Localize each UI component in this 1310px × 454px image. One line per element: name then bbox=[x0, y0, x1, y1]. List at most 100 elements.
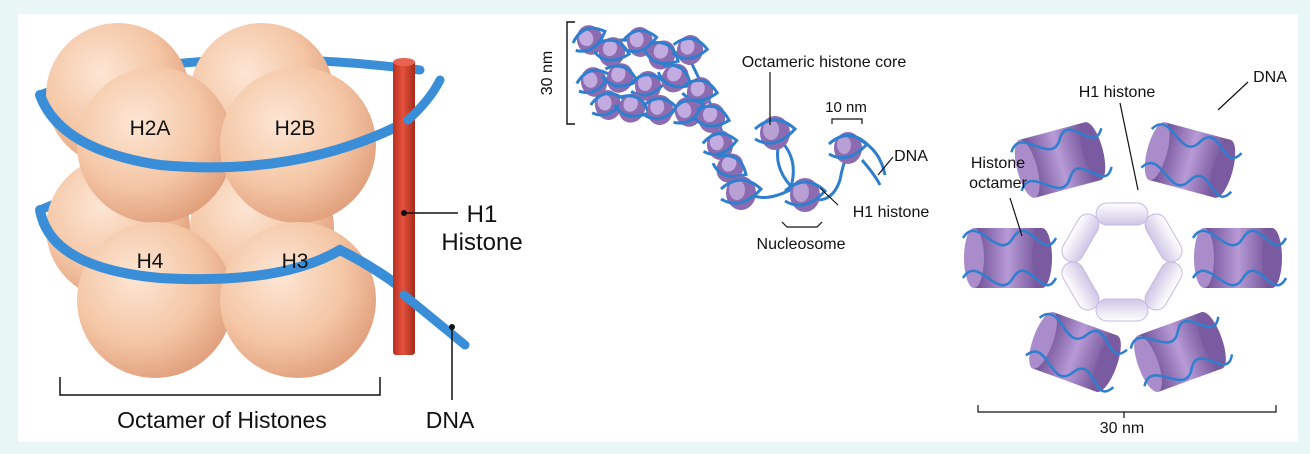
fiber-dna-tail bbox=[860, 159, 882, 186]
nucleosome-cylinder-face bbox=[964, 228, 984, 288]
fiber-nucleosome bbox=[671, 35, 710, 65]
fiber-nucleosome bbox=[571, 25, 607, 55]
h1-linker-segment bbox=[1095, 202, 1149, 226]
nucleosome-dna-wrap bbox=[693, 104, 732, 128]
nucleosome-dna-wrap bbox=[701, 132, 739, 156]
nucleosome-dna-wrap bbox=[671, 37, 710, 60]
nucleosome-highlight bbox=[690, 80, 705, 97]
fiber-nucleosome bbox=[701, 130, 739, 160]
nucleosome-dna-wrap bbox=[669, 98, 706, 125]
label-fiber-h1: H1 histone bbox=[853, 204, 930, 221]
nucleosome-highlight bbox=[583, 71, 598, 88]
nucleosome-dna-helix bbox=[1191, 229, 1288, 287]
nucleosome-highlight bbox=[666, 66, 682, 82]
dna-wrap-front-lower bbox=[35, 205, 415, 300]
nucleosome-highlight bbox=[611, 66, 626, 82]
solenoid-nucleosome bbox=[1129, 311, 1234, 393]
scale-10nm-bracket bbox=[831, 118, 863, 124]
nucleosome-highlight bbox=[680, 38, 695, 55]
nucleosome-highlight bbox=[650, 98, 665, 115]
solenoid-nucleosome bbox=[1025, 311, 1128, 393]
label-dna: DNA bbox=[426, 407, 475, 433]
fiber-nucleosome bbox=[629, 71, 668, 101]
label-10nm: 10 nm bbox=[825, 99, 867, 116]
nucleosome-dna-wrap bbox=[571, 26, 607, 53]
nucleosome-cylinder-body bbox=[1204, 228, 1272, 288]
octamer-bracket bbox=[59, 377, 381, 396]
label-solenoid-dna: DNA bbox=[1253, 69, 1287, 86]
label-fiber-dna: DNA bbox=[894, 148, 928, 165]
nucleosome-highlight bbox=[623, 96, 638, 112]
label-histone-octamer-line1: Histone bbox=[971, 155, 1025, 172]
nucleosome-highlight bbox=[721, 156, 737, 172]
label-h2a: H2A bbox=[130, 117, 171, 140]
label-nucleosome: Nucleosome bbox=[757, 236, 846, 253]
histone-h3-sphere bbox=[220, 222, 376, 378]
nucleosome-highlight bbox=[763, 120, 779, 140]
nucleosome-highlight bbox=[602, 40, 618, 57]
nucleosome-highlight bbox=[677, 102, 692, 119]
h1-linker-segment bbox=[1144, 261, 1183, 311]
nucleosome-cylinder-face bbox=[1014, 139, 1040, 198]
solenoid-nucleosome bbox=[1010, 122, 1113, 198]
nucleosome-cylinder-face bbox=[1194, 228, 1214, 288]
label-octamer: Octamer of Histones bbox=[117, 407, 327, 433]
solenoid-nucleosomes bbox=[961, 122, 1288, 393]
nucleosome-dna-helix bbox=[961, 229, 1058, 287]
octamer-solenoid-callout bbox=[1009, 197, 1023, 237]
dna-wrap-front-upper bbox=[35, 90, 415, 173]
nucleosome-dna-helix bbox=[1140, 123, 1243, 198]
histone-h4-sphere bbox=[77, 222, 233, 378]
label-h2b: H2B bbox=[275, 117, 316, 140]
fiber-nucleosome bbox=[711, 153, 748, 183]
nucleosome-dna-wrap bbox=[828, 134, 870, 160]
label-h3: H3 bbox=[282, 250, 309, 273]
dna-solenoid-callout bbox=[1217, 81, 1249, 111]
nucleosome-highlight bbox=[709, 134, 724, 151]
nucleosome-cylinder-end bbox=[1210, 139, 1236, 198]
h1-histone-rod bbox=[393, 60, 415, 355]
nucleosome-cylinder-body bbox=[1019, 122, 1101, 198]
dna-exit-lower bbox=[399, 290, 470, 350]
nucleosome-highlight bbox=[637, 75, 652, 92]
h1-linker-segment bbox=[1061, 213, 1100, 263]
nucleosome-highlight bbox=[653, 43, 669, 59]
nucleosome-dna-helix bbox=[1129, 316, 1234, 387]
nucleosome-dna-wrap bbox=[753, 118, 798, 145]
label-solenoid-h1: H1 histone bbox=[1079, 84, 1156, 101]
histone-h2a-sphere bbox=[77, 67, 233, 223]
h1-solenoid-callout bbox=[1119, 102, 1139, 191]
loose-nucleosomes bbox=[719, 116, 870, 212]
label-30nm-vertical: 30 nm bbox=[539, 51, 556, 95]
nucleosome-highlight bbox=[729, 180, 745, 200]
nucleosome-highlight bbox=[629, 31, 644, 48]
nucleosome-highlight bbox=[793, 182, 809, 202]
fiber-dna-callout bbox=[877, 156, 894, 176]
octamer-panel: H2A H2B H4 H3 H1 Histone DNA Octamer of … bbox=[35, 23, 523, 433]
fiber-nucleosome bbox=[621, 27, 659, 57]
solenoid-nucleosome bbox=[1191, 228, 1288, 288]
label-histone-octamer-line2: octamer bbox=[969, 175, 1027, 192]
histone-h2b-sphere bbox=[220, 67, 376, 223]
nucleosome-dna-helix bbox=[1025, 312, 1128, 393]
scale-30nm-bracket-bottom bbox=[977, 405, 1277, 413]
nucleosome-highlight bbox=[597, 94, 612, 111]
label-h4: H4 bbox=[137, 250, 164, 273]
nucleosome-dna-wrap bbox=[783, 180, 828, 207]
nucleosome-cylinder-face bbox=[1029, 311, 1057, 369]
label-h1-line1: H1 bbox=[467, 201, 498, 228]
dna-exit-upper bbox=[403, 75, 445, 125]
nucleosome-cylinder-end bbox=[1262, 228, 1282, 288]
nucleosome-cylinder-face bbox=[1144, 122, 1170, 181]
fiber-nucleosome bbox=[593, 37, 632, 67]
solenoid-nucleosome bbox=[961, 228, 1058, 288]
nucleosome-dna-wrap bbox=[621, 29, 659, 53]
nucleosome-cylinder-end bbox=[1032, 228, 1052, 288]
h1-linker-segment bbox=[1144, 213, 1183, 263]
scale-30nm-bracket bbox=[566, 21, 575, 125]
fiber-panel: 30 nm bbox=[539, 21, 930, 253]
nucleosome-highlight bbox=[579, 30, 594, 47]
solenoid-nucleosome bbox=[1140, 122, 1243, 198]
nucleosome-highlight bbox=[702, 106, 718, 123]
